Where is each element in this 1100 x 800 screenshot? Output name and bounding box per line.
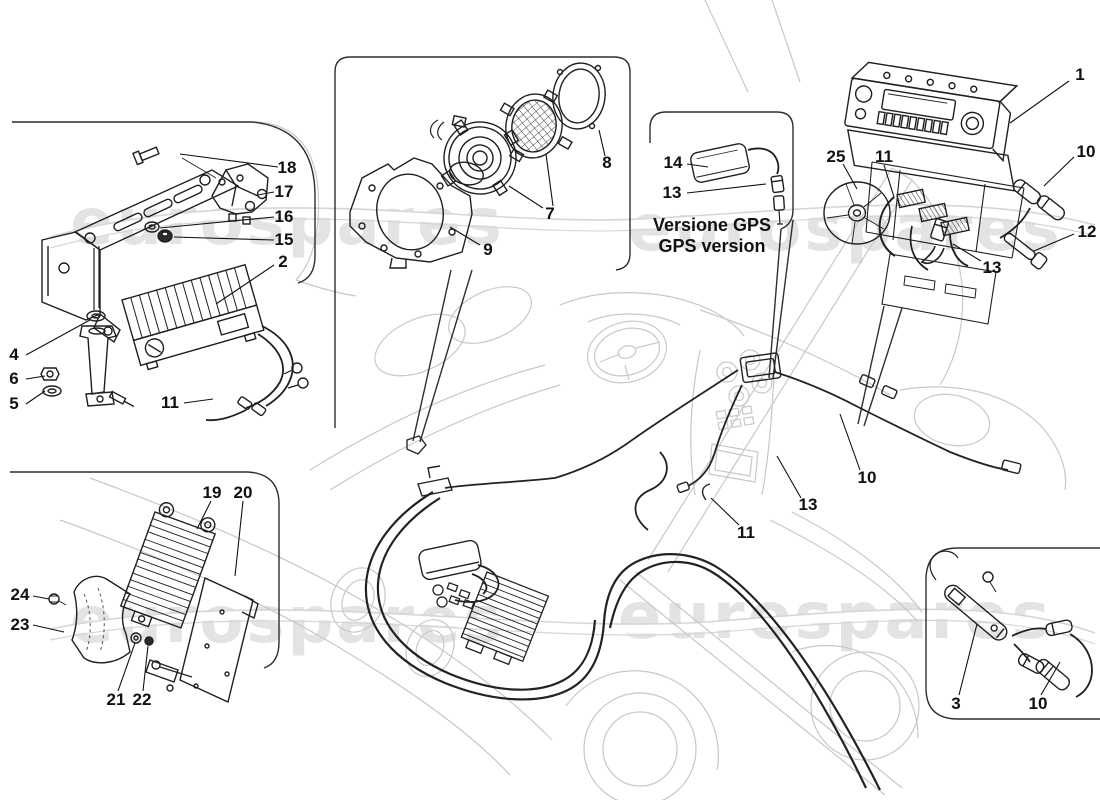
part-callout-11: 11 (737, 523, 755, 542)
part-callout-1: 1 (1075, 65, 1085, 84)
cd-disc-25 (823, 181, 891, 245)
cover-23 (71, 575, 131, 664)
bottom-left-section-frame (10, 471, 280, 669)
nut-6 (40, 367, 60, 381)
part-callout-5: 5 (9, 394, 19, 413)
antenna-cable-10-inset (1069, 633, 1093, 698)
speaker-section-frame (334, 56, 631, 428)
top-left-section-frame (12, 121, 316, 284)
part-callout-16: 16 (274, 207, 294, 226)
washer-21 (130, 632, 142, 644)
car-outline-sketch (12, 0, 1067, 800)
cable-11-left (205, 409, 247, 422)
part-callout-21: 21 (106, 690, 126, 709)
part-callout-13: 13 (798, 495, 818, 514)
part-callout-12: 12 (1077, 222, 1097, 241)
part-callout-8: 8 (602, 153, 612, 172)
speaker-grille-7 (499, 89, 573, 163)
part-callout-10: 10 (1028, 694, 1048, 713)
aerial-connectors-10 (1012, 179, 1066, 221)
cable-11-top (878, 196, 896, 257)
part-callout-7: 7 (545, 204, 555, 223)
part-callout-23: 23 (10, 615, 30, 634)
part-callout-24: 24 (10, 585, 30, 604)
amplifier-2 (121, 263, 309, 422)
gps-antenna-module (690, 143, 786, 225)
part-callout-25: 25 (826, 147, 846, 166)
dash-gps-and-cables (554, 352, 1022, 501)
trunk-harness-assembly (364, 451, 881, 791)
antenna-amplifier-inset (929, 550, 1093, 698)
part-callout-10: 10 (1076, 142, 1096, 161)
part-callout-13: 13 (662, 183, 682, 202)
speaker-assembly (349, 62, 606, 269)
gps-inset-frame (649, 111, 794, 230)
speaker-location-marker (406, 435, 427, 455)
part-callout-2: 2 (278, 252, 288, 271)
antenna-cable-10 (774, 371, 1009, 471)
speaker-driver-7 (440, 114, 520, 197)
mounting-plate-20 (179, 577, 254, 703)
radio-location-pointer (857, 305, 903, 427)
wire-11-center (554, 369, 739, 479)
antenna-amplifier-3 (944, 584, 1008, 641)
head-unit-1 (823, 61, 1066, 325)
speaker-ring-8 (552, 62, 606, 130)
part-callout-4: 4 (9, 345, 19, 364)
part-callout-18: 18 (277, 158, 297, 177)
harness-connectors (432, 581, 475, 610)
part-callout-10: 10 (857, 468, 877, 487)
amplifier-in-car (460, 571, 550, 666)
gps-version-note-line2: GPS version (658, 236, 766, 256)
cable-13-center (687, 384, 743, 487)
bolt-18 (132, 146, 160, 166)
bolt-22 (144, 636, 154, 646)
part-callout-6: 6 (9, 369, 19, 388)
gps-version-note: Versione GPS GPS version (632, 215, 792, 257)
antenna-12 (1003, 232, 1048, 270)
speaker-location-pointer (412, 269, 473, 443)
part-callout-11: 11 (161, 393, 179, 412)
amplifier-19-group (48, 502, 259, 703)
part-callout-19: 19 (202, 483, 222, 502)
part-callout-15: 15 (274, 230, 294, 249)
washer-16 (144, 221, 160, 233)
bracket-4 (79, 325, 117, 395)
part-callout-20: 20 (233, 483, 253, 502)
mounting-bracket-assembly (40, 146, 269, 408)
bracket-17 (211, 163, 269, 215)
iso-connectors (896, 188, 971, 237)
part-callout-13: 13 (982, 258, 1002, 277)
part-callout-11: 11 (875, 147, 893, 166)
part-callout-17: 17 (274, 182, 294, 201)
part-callout-14: 14 (663, 153, 683, 172)
speaker-bracket-9 (349, 157, 473, 263)
part-callout-3: 3 (951, 694, 961, 713)
connector-13-right (920, 218, 949, 264)
washer-5 (42, 385, 62, 397)
part-callout-9: 9 (483, 240, 493, 259)
part-callout-22: 22 (132, 690, 152, 709)
gps-version-note-line1: Versione GPS (652, 215, 772, 235)
leader-lines (25, 80, 1075, 696)
